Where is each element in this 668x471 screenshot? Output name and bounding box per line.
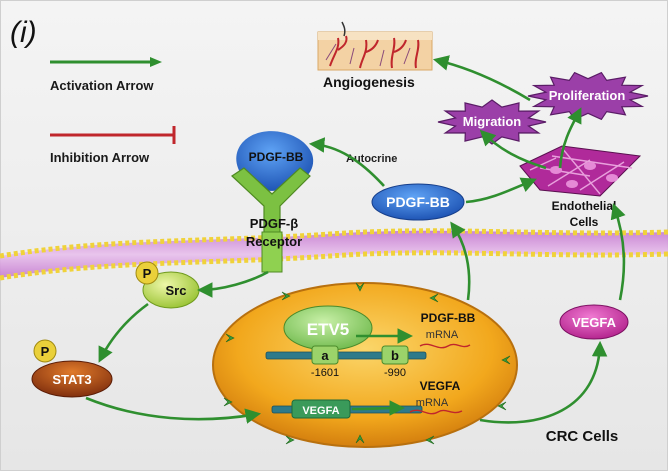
legend-activation-label: Activation Arrow: [50, 78, 154, 93]
endothelial-label-line1: Endothelial: [552, 199, 617, 213]
binding-site-a: [311, 345, 339, 365]
migration-burst: Migration: [437, 99, 547, 145]
vegfa-mrna-label-line2: mRNA: [416, 397, 449, 409]
arrow-stat3-to-nucleus: [85, 396, 262, 424]
arrow-receptor-to-src: [196, 270, 269, 298]
legend-activation-arrowhead: [150, 57, 162, 67]
receptor-label-line1: PDGF-β: [250, 216, 298, 231]
cell-membrane: [0, 228, 668, 281]
panel-label: (i): [10, 16, 37, 49]
vegfa-mrna-strand: [409, 409, 463, 415]
src-label: Src: [166, 283, 187, 298]
nucleus: [212, 282, 518, 448]
pdgf-beta-receptor: [231, 167, 311, 273]
arrow-endothelial-to-migration: [479, 129, 547, 170]
proliferation-burst: Proliferation: [527, 71, 649, 121]
legend-inhibition-label: Inhibition Arrow: [50, 150, 150, 165]
activation-arrows: [85, 55, 626, 424]
arrow-vegfa-gene-to-mrna: [351, 400, 406, 416]
src-phospho-label: P: [143, 266, 152, 281]
pdgfbb-mrna-strand: [419, 343, 471, 349]
angiogenesis-tissue-image: [317, 21, 433, 71]
pdgfbb-ligand-label: PDGF-BB: [249, 150, 304, 164]
arrow-proliferation-to-angiogenesis: [432, 55, 531, 102]
site-a-label: a: [321, 348, 329, 363]
etv5-label: ETV5: [307, 320, 350, 339]
vegfa-secreted-label: VEGFA: [572, 315, 617, 330]
site-a-position: -1601: [311, 367, 339, 379]
endothelial-label-line2: Cells: [570, 215, 599, 229]
vegfa-mrna-label-line1: VEGFA: [420, 379, 461, 393]
pdgfbb-mrna-label-line1: PDGF-BB: [421, 311, 476, 325]
pdgfbb-secreted-label: PDGF-BB: [386, 194, 450, 210]
arrow-autocrine: [308, 137, 385, 187]
stat3-label: STAT3: [52, 372, 91, 387]
vegfa-gene-label: VEGFA: [302, 405, 339, 417]
legend: Activation Arrow Inhibition Arrow: [50, 57, 176, 165]
migration-label: Migration: [463, 114, 522, 129]
arrow-mrna-to-vegfa: [479, 340, 608, 424]
stat3-phospho-badge: [33, 339, 57, 363]
pdgfbb-secreted-shape: [371, 183, 465, 221]
stat3-shape: [31, 360, 113, 398]
site-b-position: -990: [384, 367, 406, 379]
receptor-label-line2: Receptor: [246, 234, 302, 249]
arrow-mrna-to-pdgfbb: [450, 221, 471, 301]
stat3-phospho-label: P: [41, 344, 50, 359]
pdgfbb-promoter-dna: [265, 345, 427, 365]
nuclear-pores: [223, 282, 511, 445]
site-b-label: b: [391, 348, 399, 363]
vegfa-secreted-shape: [559, 304, 629, 340]
arrow-pdgfbb-to-endothelial: [465, 177, 537, 204]
src-phospho-badge: [135, 261, 159, 285]
arrow-src-to-stat3: [98, 302, 149, 363]
angiogenesis-label: Angiogenesis: [323, 74, 415, 90]
pdgfbb-mrna-label-line2: mRNA: [426, 329, 459, 341]
proliferation-label: Proliferation: [549, 88, 626, 103]
arrow-endothelial-to-proliferation: [558, 107, 582, 169]
endothelial-cells-image: [519, 145, 642, 197]
arrow-vegfa-to-endothelial: [610, 203, 626, 301]
binding-site-b: [381, 345, 409, 365]
crc-cells-label: CRC Cells: [546, 428, 619, 445]
